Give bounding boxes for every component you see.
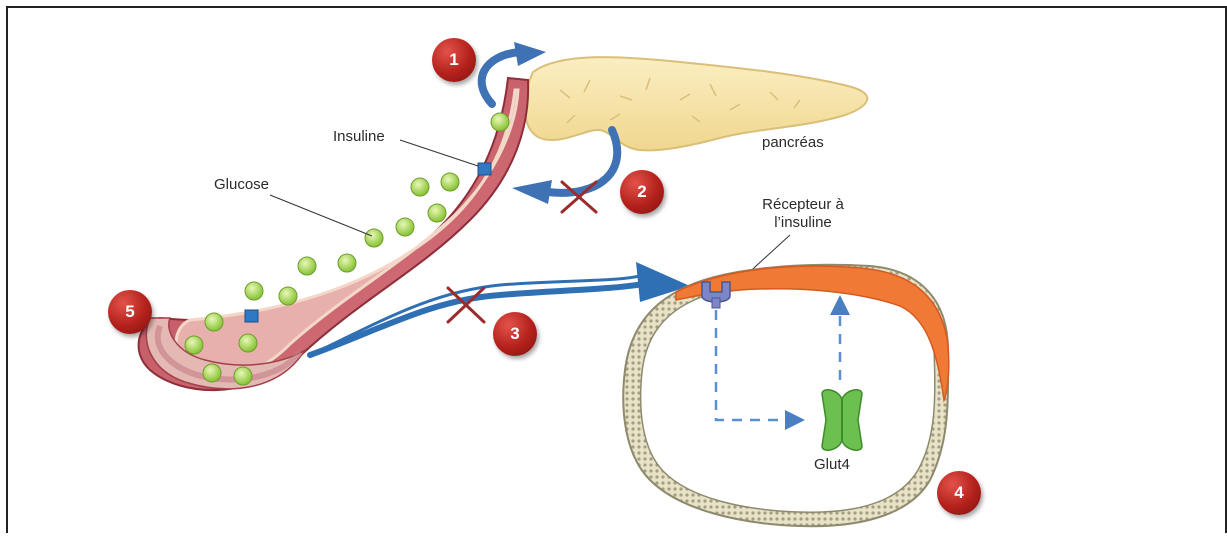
insulin-molecule xyxy=(478,163,491,175)
step-badge-3: 3 xyxy=(493,312,537,356)
curved-arrow-icon xyxy=(512,180,552,204)
cross-mark-icon xyxy=(562,182,596,212)
target-cell xyxy=(623,265,949,526)
step-badge-4: 4 xyxy=(937,471,981,515)
step-badge-1: 1 xyxy=(432,38,476,82)
glut4-transporter-icon xyxy=(822,390,862,451)
step-badge-2: 2 xyxy=(620,170,664,214)
pancreas-label: pancréas xyxy=(762,134,824,152)
insulin-leader-line xyxy=(400,140,478,166)
glucose-leader-line xyxy=(270,195,372,236)
step-badge-5: 5 xyxy=(108,290,152,334)
insulin-molecule xyxy=(245,310,258,322)
glucose-label: Glucose xyxy=(214,176,269,194)
receptor-label: Récepteur à l’insuline xyxy=(748,196,858,232)
curved-arrow-icon xyxy=(514,42,546,66)
glut4-label: Glut4 xyxy=(814,456,850,474)
insulin-label: Insuline xyxy=(333,128,385,146)
